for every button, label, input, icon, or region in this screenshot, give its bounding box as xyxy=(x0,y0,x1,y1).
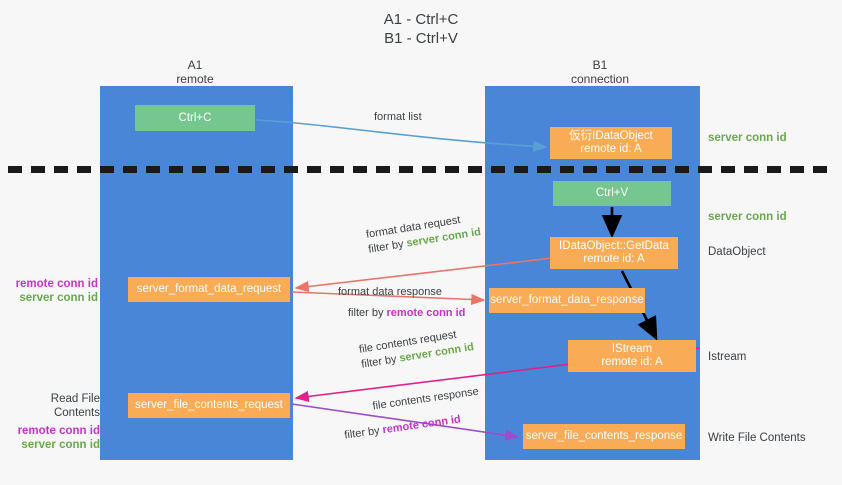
box-server-format-data-response-label: server_format_data_response xyxy=(490,294,644,306)
edge-label-file-contents-response-filter: filter by remote conn id xyxy=(343,409,483,443)
edge-label-file-contents-response-text: file contents response xyxy=(371,385,480,413)
box-server-file-contents-response-label: server_file_contents_response xyxy=(525,430,683,442)
filter-prefix: filter by xyxy=(343,424,384,442)
annotation-server-conn-id-lower: server conn id xyxy=(21,439,100,451)
box-istream-label: IStream xyxy=(611,343,653,355)
column-header-a1-sub: remote xyxy=(176,72,214,86)
column-header-a1: A1 remote xyxy=(130,58,260,86)
box-istream[interactable]: IStream remote id: A xyxy=(568,340,696,372)
box-server-format-data-request-label: server_format_data_request xyxy=(136,283,282,295)
annotation-remote-conn-id: remote conn id xyxy=(15,278,98,290)
box-ctrl-v[interactable]: Ctrl+V xyxy=(553,181,671,206)
edge-label-format-data-response-text: format data response xyxy=(338,286,442,298)
annotation-write-file-contents: Write File Contents xyxy=(708,432,806,444)
box-istream-sub: remote id: A xyxy=(601,356,663,368)
column-header-b1: B1 connection xyxy=(520,58,680,86)
annotation-left-conn-ids-upper: remote conn id server conn id xyxy=(10,277,98,305)
column-header-b1-name: B1 xyxy=(592,58,608,72)
box-ctrl-v-label: Ctrl+V xyxy=(595,187,629,199)
filter-key-remote-conn-id: remote conn id xyxy=(381,413,462,437)
edge-label-format-data-response-filter: filter by remote conn id xyxy=(348,306,465,321)
box-idataobject-first-label: 仮衍IDataObject xyxy=(569,130,653,142)
annotation-read-file-contents: Read File Contents xyxy=(50,393,100,419)
dashed-separator xyxy=(8,166,834,173)
page-title: A1 - Ctrl+C B1 - Ctrl+V xyxy=(0,10,842,48)
box-idataobject-getdata-label: IDataObject::GetData xyxy=(559,240,669,252)
annotation-dataobject: DataObject xyxy=(708,246,766,258)
column-header-b1-sub: connection xyxy=(570,72,630,86)
edge-label-file-contents-response: file contents response filter by remote … xyxy=(340,385,483,444)
box-server-file-contents-request[interactable]: server_file_contents_request xyxy=(128,393,290,418)
edge-label-format-list: format list xyxy=(374,110,422,125)
filter-prefix: filter by xyxy=(348,307,387,319)
box-idataobject-getdata-sub: remote id: A xyxy=(583,253,645,265)
annotation-server-conn-id: server conn id xyxy=(19,292,98,304)
column-header-a1-name: A1 xyxy=(187,58,203,72)
edge-label-format-data-request: format data request filter by server con… xyxy=(365,210,482,257)
annotation-server-conn-id-mid: server conn id xyxy=(708,211,787,223)
box-server-format-data-request[interactable]: server_format_data_request xyxy=(128,277,290,302)
box-idataobject-getdata[interactable]: IDataObject::GetData remote id: A xyxy=(550,237,678,269)
annotation-left-read-file-contents: Read File Contents remote conn id server… xyxy=(8,392,100,452)
box-server-file-contents-request-label: server_file_contents_request xyxy=(135,399,283,411)
title-line-1: A1 - Ctrl+C xyxy=(383,11,459,28)
annotation-server-conn-id-top: server conn id xyxy=(708,132,787,144)
title-line-2: B1 - Ctrl+V xyxy=(384,30,458,47)
annotation-istream: Istream xyxy=(708,351,747,363)
box-ctrl-c[interactable]: Ctrl+C xyxy=(135,105,255,131)
box-server-format-data-response[interactable]: server_format_data_response xyxy=(489,288,645,313)
box-idataobject-first[interactable]: 仮衍IDataObject remote id: A xyxy=(550,127,672,159)
edge-label-format-data-response: format data response filter by remote co… xyxy=(338,285,465,321)
box-idataobject-first-sub: remote id: A xyxy=(580,143,642,155)
box-ctrl-c-label: Ctrl+C xyxy=(178,111,212,124)
filter-key-remote-conn-id: remote conn id xyxy=(386,307,466,319)
annotation-remote-conn-id-lower: remote conn id xyxy=(17,425,100,437)
box-server-file-contents-response[interactable]: server_file_contents_response xyxy=(523,424,685,449)
edge-label-file-contents-request: file contents request filter by server c… xyxy=(358,325,475,372)
edge-label-format-list-text: format list xyxy=(374,111,422,123)
